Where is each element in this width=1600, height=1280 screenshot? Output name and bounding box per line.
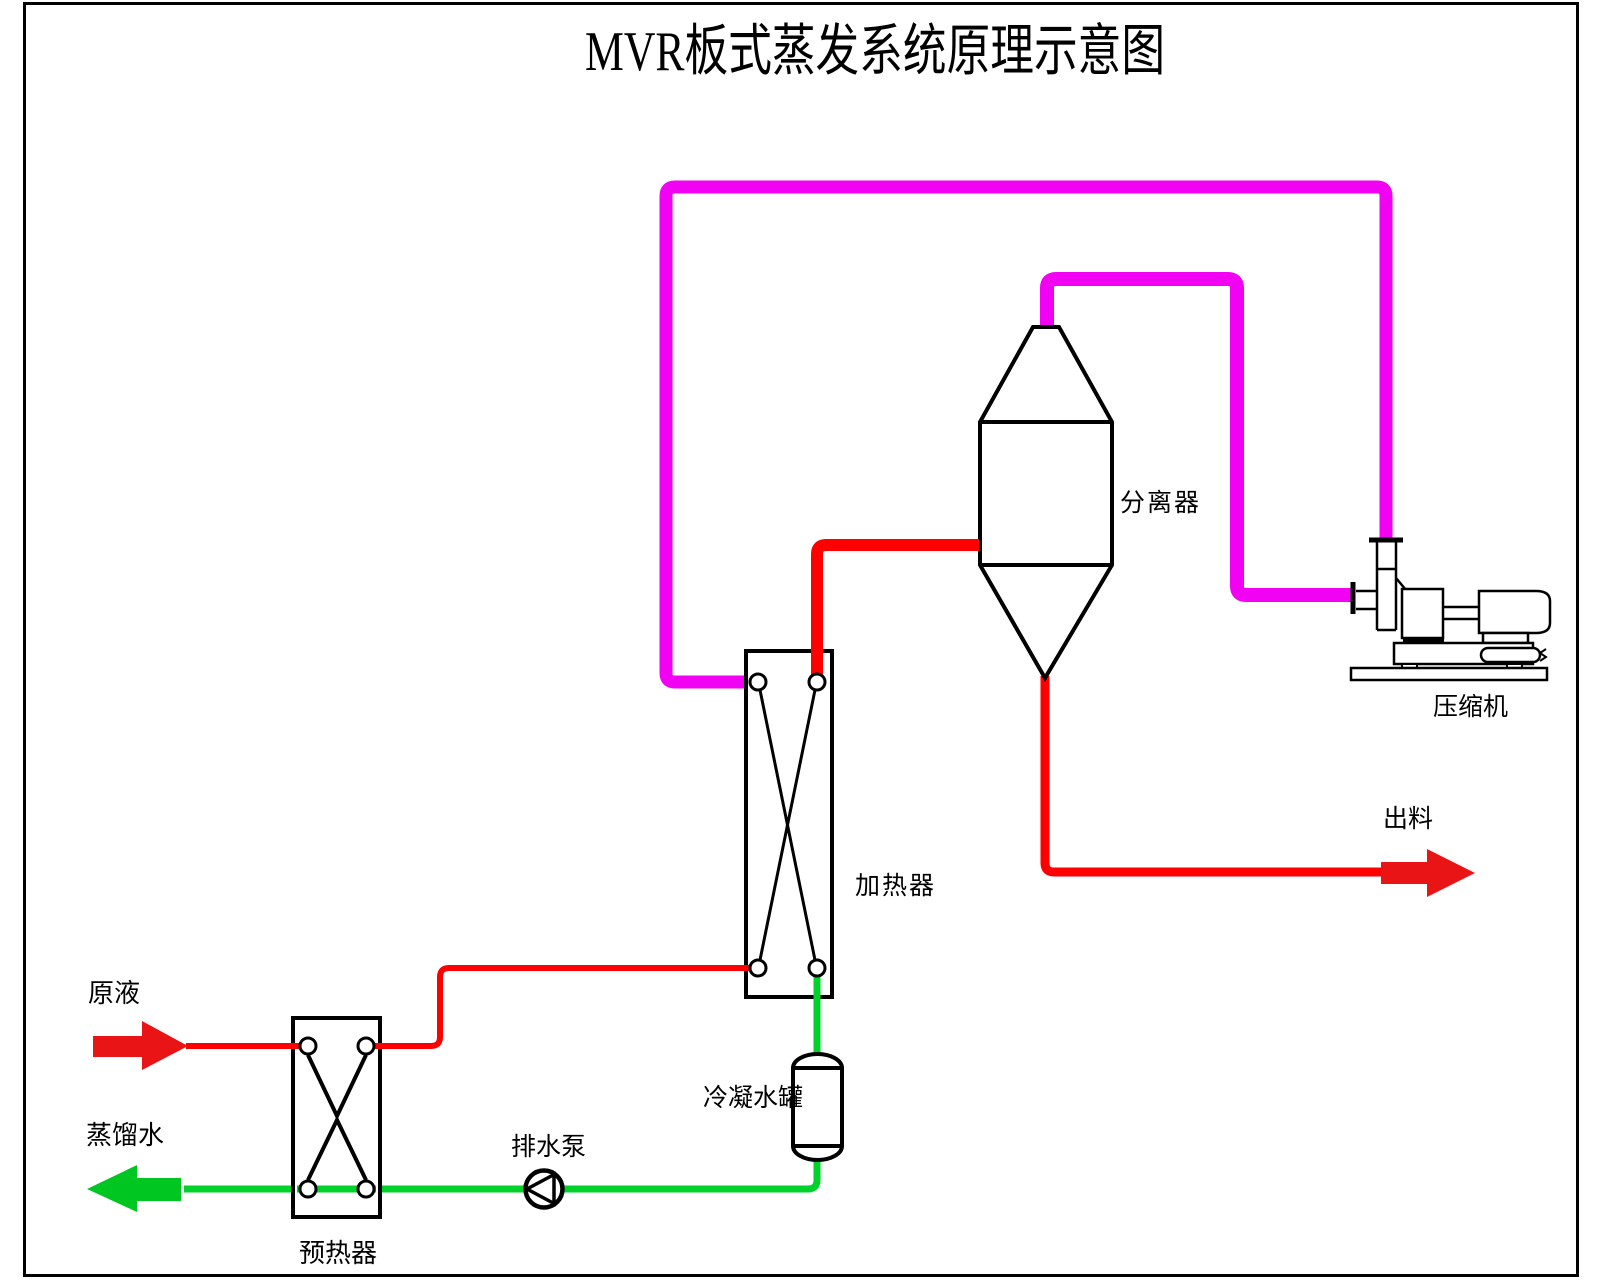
separator-label: 分离器 bbox=[1120, 490, 1202, 517]
heater-body bbox=[744, 649, 834, 999]
heater-port-bottom-right bbox=[807, 958, 827, 978]
compressor-unit bbox=[1349, 537, 1552, 682]
condensate-tank-label: 冷凝水罐 bbox=[703, 1085, 804, 1112]
heater-plate-x-pattern bbox=[758, 689, 817, 961]
preheater-plate-pattern bbox=[306, 1054, 368, 1181]
drain-pump bbox=[523, 1168, 565, 1210]
compressor-suction-nozzle bbox=[1356, 589, 1377, 611]
heater-port-top-left bbox=[748, 672, 768, 692]
compressor-shaft bbox=[1443, 605, 1479, 621]
compressor-ground-plate bbox=[1349, 666, 1549, 682]
pipe-vapor-separator-to-compressor bbox=[1040, 272, 1351, 602]
compressor-cylinder-end-mark bbox=[1538, 648, 1548, 662]
discharge-stream-label: 出料 bbox=[1383, 806, 1434, 833]
pipe-discharge bbox=[1040, 676, 1381, 877]
separator-shell-lines bbox=[980, 420, 1112, 567]
preheater-internals bbox=[298, 1036, 376, 1199]
pipe-vapor-compressor-to-heater bbox=[659, 180, 1393, 689]
compressor-motor-foot bbox=[1481, 631, 1530, 645]
pipe-heater-to-separator bbox=[811, 539, 979, 679]
separator-body bbox=[978, 325, 1114, 682]
heater-internals bbox=[748, 672, 827, 978]
compressor-motor bbox=[1477, 589, 1552, 635]
distillate-outlet-arrow bbox=[87, 1165, 181, 1212]
feed-stream-label: 原液 bbox=[88, 979, 141, 1008]
compressor-base-cylinder bbox=[1479, 646, 1542, 664]
preheater-port-bottom-right bbox=[356, 1179, 376, 1199]
drawing-border-frame bbox=[23, 2, 1579, 1277]
separator-vessel bbox=[978, 325, 1114, 682]
condensate-tank-head-lines bbox=[793, 1066, 842, 1148]
preheater-label: 预热器 bbox=[299, 1239, 378, 1268]
feed-inlet-arrow bbox=[93, 1021, 188, 1070]
preheater-port-bottom-left bbox=[298, 1179, 318, 1199]
preheater-port-top-left bbox=[298, 1036, 318, 1056]
heater-label: 加热器 bbox=[855, 873, 937, 900]
distillate-stream-label: 蒸馏水 bbox=[86, 1121, 165, 1150]
pipe-condensate bbox=[184, 973, 821, 1193]
heater-port-top-right bbox=[807, 672, 827, 692]
discharge-outlet-arrow bbox=[1381, 849, 1475, 897]
diagram-title: MVR板式蒸发系统原理示意图 bbox=[585, 21, 1166, 83]
drain-pump-label: 排水泵 bbox=[511, 1134, 587, 1161]
pipe-feed-preheater-to-heater bbox=[371, 965, 751, 1049]
compressor-label: 压缩机 bbox=[1433, 694, 1509, 721]
compressor-casing-column bbox=[1375, 542, 1398, 632]
condensate-tank bbox=[791, 1052, 844, 1162]
heater-port-bottom-left bbox=[748, 958, 768, 978]
drain-pump-impeller-triangle bbox=[523, 1171, 556, 1207]
compressor-volute-housing bbox=[1400, 587, 1445, 640]
preheater-port-top-right bbox=[356, 1036, 376, 1056]
